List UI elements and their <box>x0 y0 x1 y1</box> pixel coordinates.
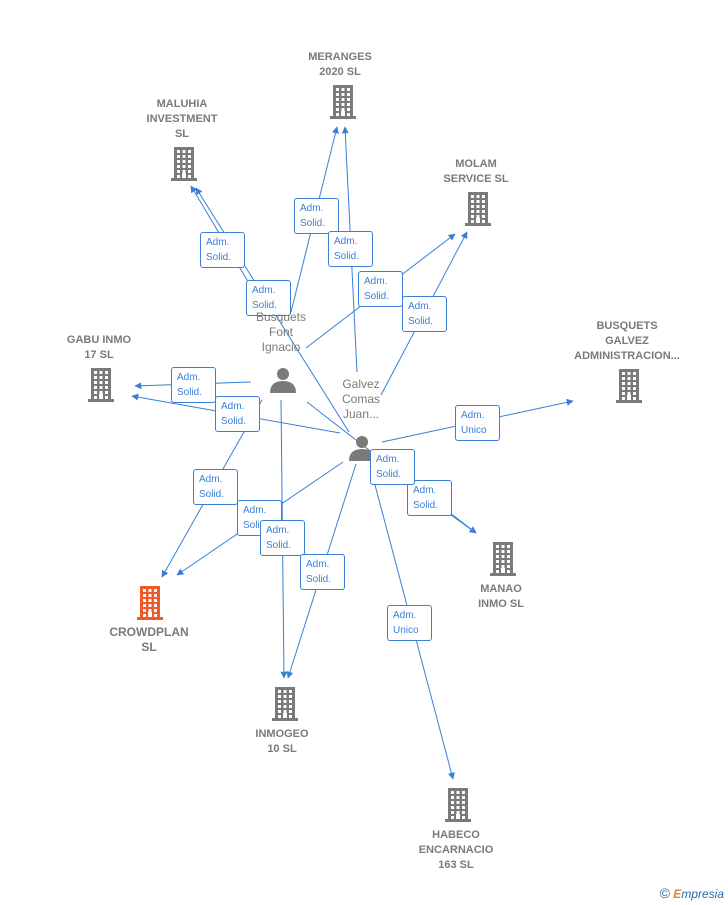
brand-initial: E <box>673 887 682 901</box>
company-label-meranges[interactable]: MERANGES 2020 SL <box>308 51 372 78</box>
edge-label-busquets-meranges[interactable]: Adm. Solid. <box>294 198 339 234</box>
edge-label-galvez-crowdplan[interactable]: Adm. Solid. <box>237 500 282 536</box>
company-label-gabu[interactable]: GABU INMO 17 SL <box>66 334 132 361</box>
company-label-busquets_galvez[interactable]: BUSQUETS GALVEZ ADMINISTRACION... <box>574 320 680 362</box>
building-icon-molam[interactable] <box>465 192 491 226</box>
edge-label-galvez-manao[interactable]: Adm. Solid. <box>370 449 415 485</box>
person-icon-galvez[interactable] <box>349 436 375 461</box>
edge-label-galvez-maluhia[interactable]: Adm. Solid. <box>246 280 291 316</box>
building-icon-habeco[interactable] <box>445 788 471 822</box>
edge-label-galvez-busquets_galvez[interactable]: Adm. Unico <box>455 405 500 441</box>
brand-name: mpresia <box>681 887 724 901</box>
company-label-manao[interactable]: MANAO INMO SL <box>478 583 524 610</box>
person-icon-busquets[interactable] <box>270 368 296 393</box>
company-label-molam[interactable]: MOLAM SERVICE SL <box>443 158 509 185</box>
company-label-crowdplan[interactable]: CROWDPLAN SL <box>109 625 189 654</box>
edge-label-busquets-molam[interactable]: Adm. Solid. <box>358 271 403 307</box>
building-icon-maluhia[interactable] <box>171 147 197 181</box>
building-icon-manao[interactable] <box>490 542 516 576</box>
edge-label-galvez-habeco[interactable]: Adm. Unico <box>387 605 432 641</box>
edge-label-busquets-crowdplan[interactable]: Adm. Solid. <box>193 469 238 505</box>
copyright-icon: © <box>659 885 670 901</box>
building-icon-busquets_galvez[interactable] <box>616 369 642 403</box>
building-icon-inmogeo[interactable] <box>272 687 298 721</box>
edge-label-galvez-meranges[interactable]: Adm. Solid. <box>328 231 373 267</box>
nodes-layer <box>88 85 642 822</box>
company-label-habeco[interactable]: HABECO ENCARNACIO 163 SL <box>418 829 494 871</box>
building-icon-meranges[interactable] <box>330 85 356 119</box>
edge-label-busquets-inmogeo[interactable]: Adm. Solid. <box>260 520 305 556</box>
person-label-busquets[interactable]: Busquets Font Ignacio <box>255 310 307 354</box>
person-label-galvez[interactable]: Galvez Comas Juan... <box>341 377 380 421</box>
edge-label-galvez-gabu[interactable]: Adm. Solid. <box>215 396 260 432</box>
building-icon-crowdplan[interactable] <box>137 586 163 620</box>
edge-label-busquets-gabu[interactable]: Adm. Solid. <box>171 367 216 403</box>
edge-label-busquets-manao[interactable]: Adm. Solid. <box>407 480 452 516</box>
edge-label-galvez-molam[interactable]: Adm. Solid. <box>402 296 447 332</box>
building-icon-gabu[interactable] <box>88 368 114 402</box>
company-label-maluhia[interactable]: MALUHIA INVESTMENT SL <box>146 98 218 140</box>
edge-label-busquets-maluhia[interactable]: Adm. Solid. <box>200 232 245 268</box>
edge-label-galvez-inmogeo[interactable]: Adm. Solid. <box>300 554 345 590</box>
company-label-inmogeo[interactable]: INMOGEO 10 SL <box>255 728 309 755</box>
brand-logo[interactable]: © Empresia <box>660 885 724 901</box>
